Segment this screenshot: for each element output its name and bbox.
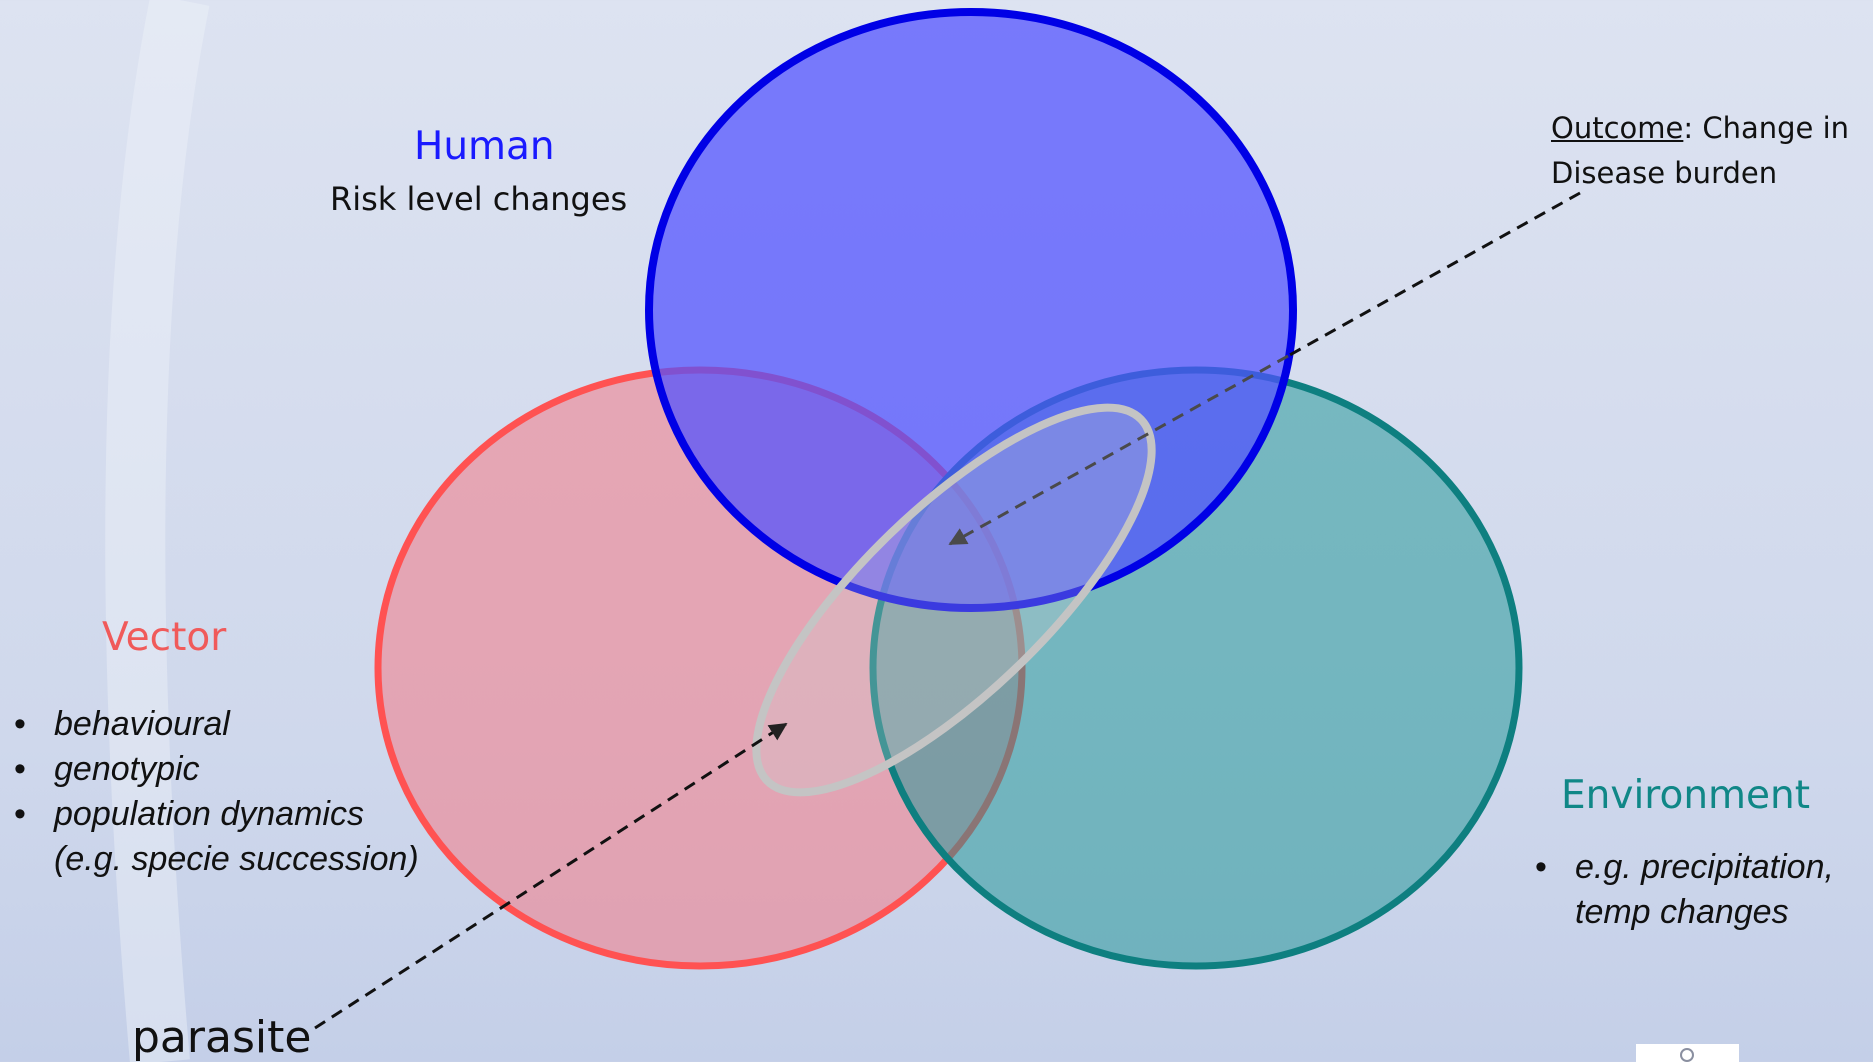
outcome-text-line1: : Change in [1683, 111, 1850, 145]
vector-bullet-continuation: (e.g. specie succession) [54, 840, 419, 878]
vector-bullet-item: behavioural [14, 702, 419, 747]
vector-bullet-list: behavioural genotypic population dynamic… [14, 702, 419, 882]
outcome-title: Outcome [1551, 111, 1684, 145]
environment-bullet-line1: e.g. precipitation, [1575, 848, 1834, 886]
outcome-dashed-line [1287, 191, 1581, 358]
environment-bullet-item: e.g. precipitation, temp changes [1535, 845, 1834, 935]
environment-bullet-line2: temp changes [1575, 893, 1789, 931]
vector-bullet-text: population dynamics [54, 795, 364, 833]
outcome-label: Outcome: Change in Disease burden [1551, 106, 1849, 196]
outcome-dashed-arrow [948, 354, 1289, 546]
parasite-label: parasite [132, 1012, 312, 1062]
vector-heading: Vector [102, 615, 227, 660]
vector-bullet-item: population dynamics (e.g. specie success… [14, 792, 419, 882]
logo-emblem [1636, 1044, 1739, 1062]
outcome-text-line2: Disease burden [1551, 156, 1778, 190]
emblem-icon [1680, 1048, 1694, 1062]
parasite-dashed-arrow [314, 722, 788, 1030]
environment-heading: Environment [1561, 773, 1811, 818]
environment-bullet-list: e.g. precipitation, temp changes [1535, 845, 1834, 935]
parasite-ellipse [752, 403, 1156, 797]
human-circle [645, 8, 1297, 612]
human-subtitle: Risk level changes [330, 180, 628, 218]
human-heading: Human [414, 124, 555, 169]
background-streak [105, 0, 210, 1062]
vector-bullet-item: genotypic [14, 747, 419, 792]
